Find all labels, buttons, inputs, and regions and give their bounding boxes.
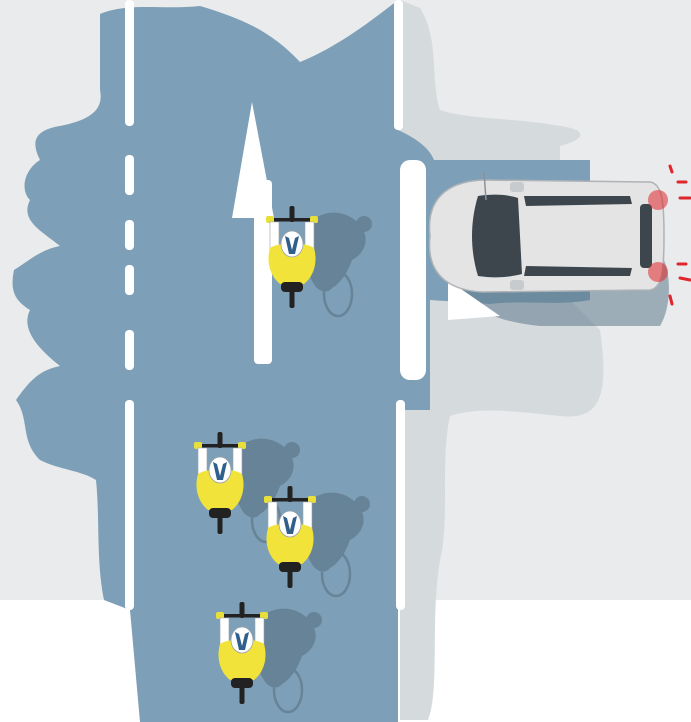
car-icon xyxy=(429,172,664,292)
